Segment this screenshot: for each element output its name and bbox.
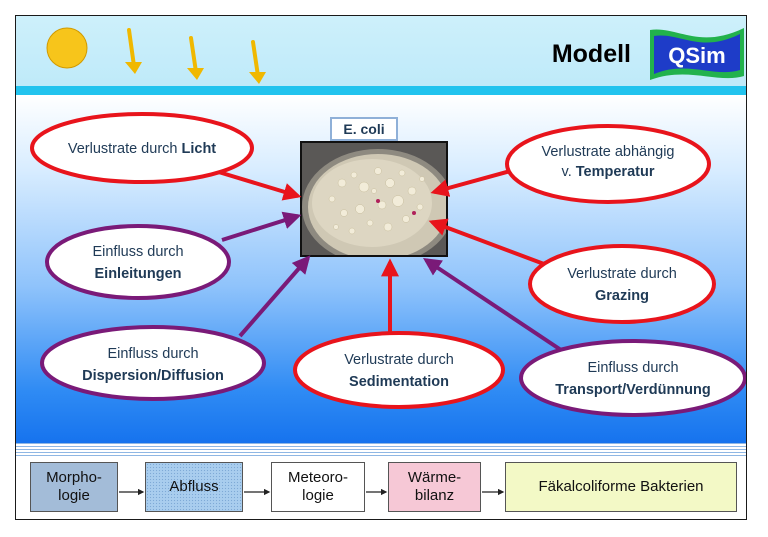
- pipeline-box-line2: logie: [302, 487, 334, 504]
- node-licht: [30, 112, 254, 184]
- node-temperatur: [505, 124, 711, 204]
- node-einleitungen-line2: Einleitungen: [95, 266, 182, 282]
- logo-panel: [654, 34, 740, 74]
- pipeline-box-line2: logie: [58, 487, 90, 504]
- node-dispersion-line2: Dispersion/Diffusion: [82, 368, 224, 384]
- sun-ray-icon: [189, 36, 198, 74]
- arrow-licht: [211, 168, 302, 201]
- sun-ray-arrowhead-icon: [187, 68, 204, 80]
- arrow-transport: [423, 258, 566, 354]
- node-licht-bold: Licht: [182, 141, 217, 157]
- qsim-logo: QSim: [650, 28, 744, 80]
- diagram-canvas: Verlustrate durch Licht Verlustrate abhä…: [30, 27, 746, 496]
- sun-ray-icon: [127, 28, 136, 68]
- slide: Modell QSim E. coli: [15, 15, 747, 520]
- node-transport-line1: Einfluss durch: [587, 360, 678, 376]
- node-sedimentation: [293, 331, 505, 409]
- sun-rays: [127, 28, 260, 78]
- node-temperatur-line2: v. Temperatur: [562, 164, 655, 180]
- node-grazing-line2: Grazing: [595, 288, 649, 304]
- node-sedimentation-line1: Verlustrate durch: [344, 352, 454, 368]
- node-grazing: [528, 244, 716, 324]
- arrow-grazing: [428, 218, 545, 266]
- node-transport-line2: Transport/Verdünnung: [555, 382, 710, 398]
- sun-ray-arrowhead-icon: [249, 72, 266, 84]
- node-grazing-line1: Verlustrate durch: [567, 266, 677, 282]
- ecoli-label: E. coli: [330, 117, 398, 141]
- node-transport: [519, 339, 746, 417]
- pipeline-box-faekalcoliforme: Fäkalcoliforme Bakterien: [505, 462, 737, 512]
- node-einleitungen: [45, 224, 231, 300]
- pipeline-box-line1: Abfluss: [169, 478, 219, 495]
- node-sedimentation-line2: Sedimentation: [349, 374, 449, 390]
- header-band: [16, 86, 746, 95]
- node-dispersion: [40, 325, 266, 401]
- footer-stripes: [16, 443, 746, 456]
- node-einleitungen-line1: Einfluss durch: [92, 244, 183, 260]
- arrow-temperatur: [430, 168, 515, 197]
- petri-dish-image: [300, 141, 448, 257]
- pipeline-box-line2: bilanz: [414, 487, 455, 504]
- sun-ray-arrowhead-icon: [125, 62, 142, 74]
- pipeline-box-line1: Fäkalcoliforme Bakterien: [538, 478, 704, 495]
- node-licht-text: Verlustrate durch Licht: [68, 141, 216, 157]
- node-temperatur-prefix: v.: [562, 164, 576, 180]
- pipeline-box-abfluss: Abfluss: [145, 462, 243, 512]
- sun-icon: [46, 27, 88, 69]
- header: [16, 16, 746, 86]
- pipeline-box-line1: Morpho-: [46, 469, 102, 486]
- arrow-einleitungen: [221, 211, 302, 242]
- pipeline-box-morphologie: Morpho-logie: [30, 462, 118, 512]
- pipeline-box-line1: Meteoro-: [287, 469, 349, 486]
- pipeline-box-meteorologie: Meteoro-logie: [271, 462, 365, 512]
- sun-ray-icon: [251, 40, 260, 78]
- arrow-dispersion: [238, 255, 311, 338]
- node-temperatur-line1: Verlustrate abhängig: [541, 144, 674, 160]
- page-title: Modell: [551, 40, 631, 68]
- logo-text: QSim: [668, 43, 725, 68]
- node-dispersion-line1: Einfluss durch: [107, 346, 198, 362]
- node-temperatur-bold: Temperatur: [576, 164, 655, 180]
- pipeline-box-waermebilanz: Wärme-bilanz: [388, 462, 481, 512]
- node-licht-line1: Verlustrate durch: [68, 141, 182, 157]
- petri-dish-icon: [302, 143, 446, 255]
- pipeline-box-line1: Wärme-: [407, 469, 462, 486]
